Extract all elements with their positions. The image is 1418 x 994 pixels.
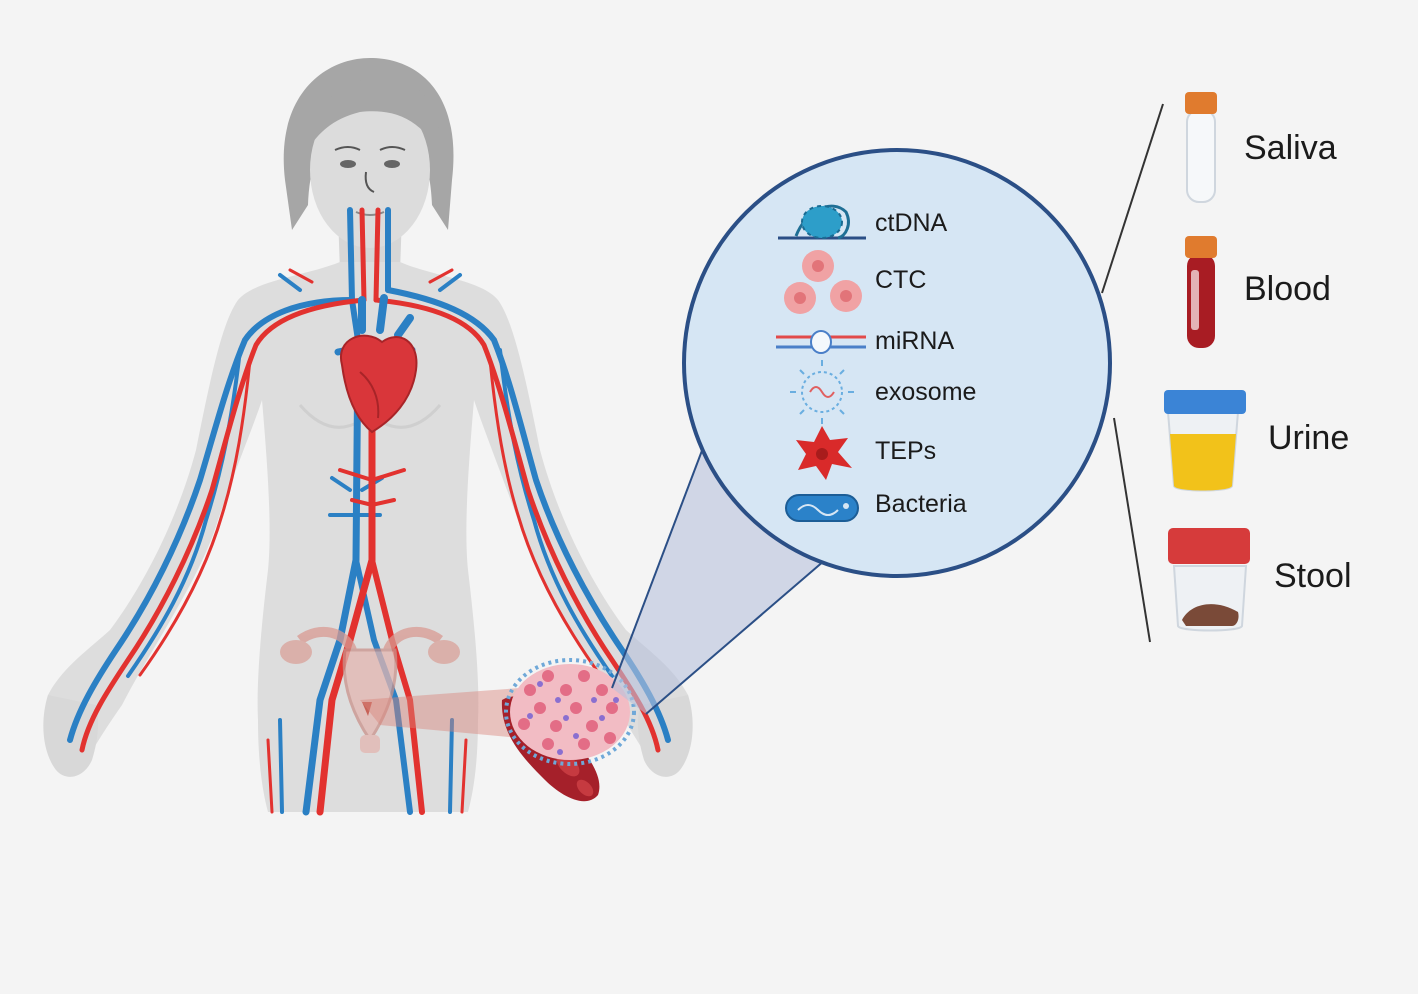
tumor-callout-band bbox=[360, 688, 520, 738]
hair-fringe bbox=[308, 78, 439, 150]
sample-label-blood: Blood bbox=[1244, 270, 1331, 308]
samples-bracket bbox=[1101, 103, 1164, 294]
tumor-mass bbox=[504, 658, 636, 766]
platelet-icon bbox=[796, 426, 852, 480]
uterus-organ bbox=[280, 626, 460, 753]
sample-label-saliva: Saliva bbox=[1244, 129, 1337, 167]
biomarker-label-ctdna: ctDNA bbox=[875, 209, 948, 237]
biomarker-label-ctc: CTC bbox=[875, 266, 927, 294]
biomarker-label-teps: TEPs bbox=[875, 437, 937, 465]
zoom-circle bbox=[682, 148, 1112, 578]
stool-cup-icon bbox=[1168, 528, 1250, 632]
dna-nucleosome-icon bbox=[778, 204, 866, 240]
face-features bbox=[334, 146, 406, 216]
biomarker-label-bacteria: Bacteria bbox=[875, 490, 967, 518]
biomarker-label-mirna: miRNA bbox=[875, 327, 955, 355]
heart-organ bbox=[334, 294, 418, 434]
saliva-tube-icon bbox=[1185, 92, 1217, 203]
torso-and-arms bbox=[44, 262, 692, 812]
exosome-icon bbox=[790, 360, 854, 424]
zoom-cone-edge-upper bbox=[611, 439, 707, 689]
sample-label-stool: Stool bbox=[1274, 557, 1352, 595]
mirna-icon bbox=[776, 330, 866, 354]
biomarker-label-exosome: exosome bbox=[875, 378, 977, 406]
tumor-cells-icon bbox=[784, 250, 862, 314]
bacterium-icon bbox=[785, 494, 859, 522]
sample-label-urine: Urine bbox=[1268, 419, 1350, 457]
face bbox=[310, 92, 430, 248]
blood-tube-icon bbox=[1185, 236, 1217, 348]
urine-cup-icon bbox=[1164, 390, 1246, 492]
zoom-cone-edge-lower bbox=[645, 541, 847, 715]
samples-bracket-lower bbox=[1113, 417, 1151, 643]
